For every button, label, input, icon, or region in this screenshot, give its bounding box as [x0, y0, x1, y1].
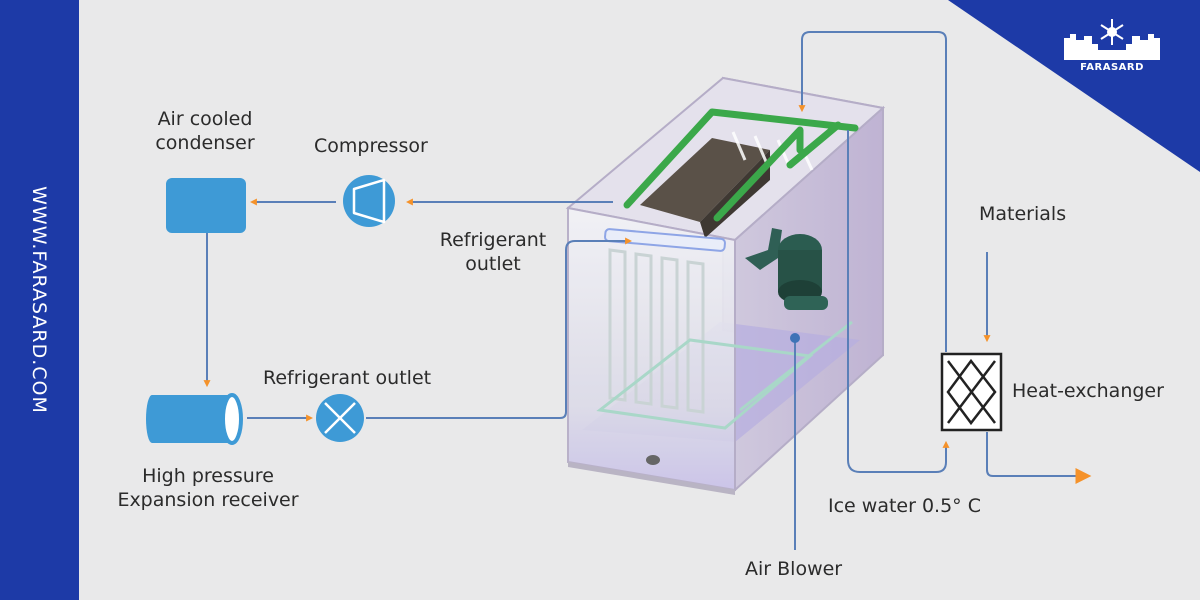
- expansion-valve-icon: [316, 394, 364, 442]
- ice-tank: [565, 76, 886, 495]
- condenser-icon: [166, 178, 246, 233]
- flow-lines: [203, 31, 1092, 550]
- label-line: High pressure: [142, 465, 274, 487]
- label-line: outlet: [465, 253, 521, 275]
- outlet-manifold: [604, 228, 726, 252]
- refrigerant-pipes: [623, 108, 859, 222]
- heat-exchanger-icon: [940, 352, 1003, 432]
- label-line: condenser: [155, 132, 255, 154]
- brand-name: FARASARD: [1080, 62, 1144, 73]
- brand-skyline-icon: [1064, 34, 1160, 60]
- air-blower-icon: [745, 228, 828, 310]
- snowflake-icon: [1100, 19, 1124, 45]
- brand-corner-triangle: [948, 0, 1200, 172]
- air-blower-pointer: [790, 333, 800, 343]
- heat-exchanger-label: Heat-exchanger: [1012, 380, 1164, 402]
- website-url: WWW.FARASARD.COM: [28, 186, 50, 414]
- materials-label: Materials: [979, 203, 1067, 225]
- receiver-icon: [146, 393, 243, 445]
- air-blower-label: Air Blower: [745, 558, 843, 580]
- ice-water-label: Ice water 0.5° C: [828, 495, 981, 517]
- label-line: Air cooled: [157, 108, 253, 130]
- refrigerant-outlet-top-label: Refrigerant outlet: [428, 228, 558, 276]
- label-line: Refrigerant: [439, 229, 547, 251]
- air-cooled-condenser-label: Air cooled condenser: [140, 107, 270, 155]
- compressor-icon: [343, 175, 395, 227]
- refrigerant-outlet-mid-label: Refrigerant outlet: [263, 367, 432, 389]
- receiver-label: High pressure Expansion receiver: [88, 464, 328, 512]
- compressor-label: Compressor: [314, 135, 428, 157]
- left-brand-bar: [0, 0, 79, 600]
- label-line: Expansion receiver: [117, 489, 299, 511]
